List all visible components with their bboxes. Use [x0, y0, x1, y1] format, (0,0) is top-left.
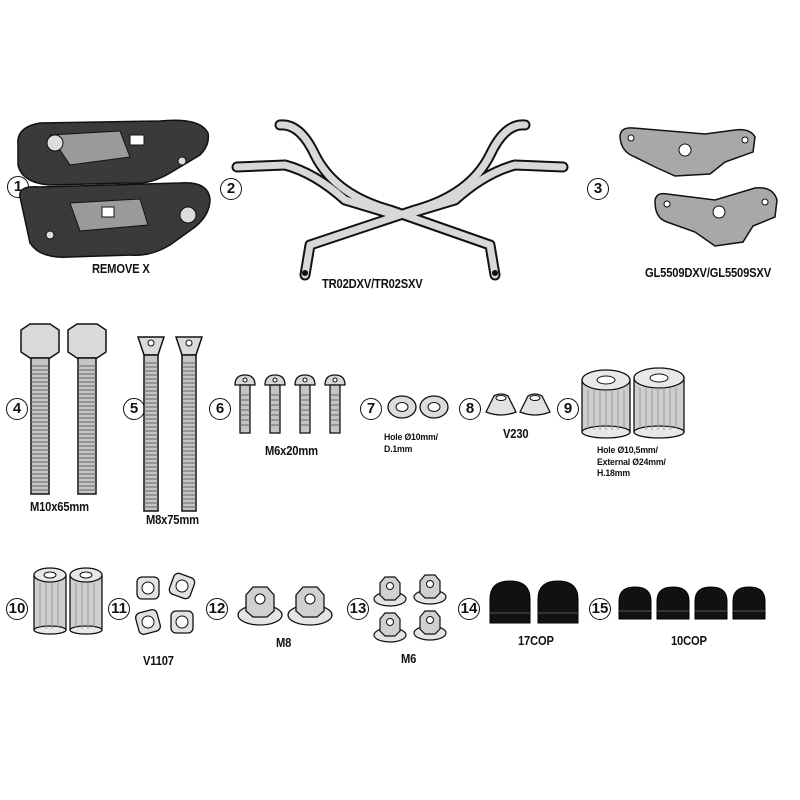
part-number-badge: 10 — [6, 598, 28, 620]
part-number-badge: 3 — [587, 178, 609, 200]
allen-bolt-icon — [234, 374, 346, 434]
mounting-plate-icon — [619, 127, 778, 247]
part-label: GL5509DXV/GL5509SXV — [645, 265, 771, 280]
countersunk-bolt-icon — [136, 336, 204, 512]
part-number-badge: 5 — [123, 398, 145, 420]
part-label: 17COP — [518, 633, 554, 648]
cap-nut-cover-icon — [618, 586, 766, 620]
handguard-shell-icon — [17, 119, 211, 258]
part-label: M6x20mm — [265, 443, 318, 458]
part-number-badge: 11 — [108, 598, 130, 620]
cone-washer-icon — [485, 393, 551, 416]
flange-nut-icon — [373, 574, 447, 643]
part-label: M10x65mm — [30, 499, 89, 514]
part-number-badge: 12 — [206, 598, 228, 620]
tubular-frame-icon — [231, 119, 569, 281]
part-number-badge: 4 — [6, 398, 28, 420]
part-number-badge: 7 — [360, 398, 382, 420]
part-number-badge: 14 — [458, 598, 480, 620]
flange-nut-icon — [237, 586, 333, 626]
cap-nut-cover-icon — [489, 580, 579, 624]
part-number-badge: 15 — [589, 598, 611, 620]
part-number-badge: 8 — [459, 398, 481, 420]
part-label: V1107 — [143, 653, 174, 668]
part-number-badge: 13 — [347, 598, 369, 620]
part-label: M8x75mm — [146, 512, 199, 527]
flat-washer-icon — [387, 395, 449, 419]
part-label: M6 — [401, 651, 417, 666]
part-label: Hole Ø10mm/D.1mm — [384, 432, 438, 455]
part-number-badge: 2 — [220, 178, 242, 200]
part-label: 10COP — [671, 633, 707, 648]
part-label: V230 — [503, 426, 529, 441]
bushing-icon — [135, 572, 196, 635]
hex-bolt-icon — [20, 323, 107, 495]
part-number-badge: 6 — [209, 398, 231, 420]
part-number-badge: 9 — [557, 398, 579, 420]
part-label: M8 — [276, 635, 292, 650]
spacer-icon — [33, 567, 103, 635]
part-label: TR02DXV/TR02SXV — [322, 276, 423, 291]
part-label: REMOVE X — [92, 261, 150, 276]
part-label: Hole Ø10,5mm/External Ø24mm/H.18mm — [597, 445, 666, 479]
spacer-icon — [581, 367, 685, 439]
